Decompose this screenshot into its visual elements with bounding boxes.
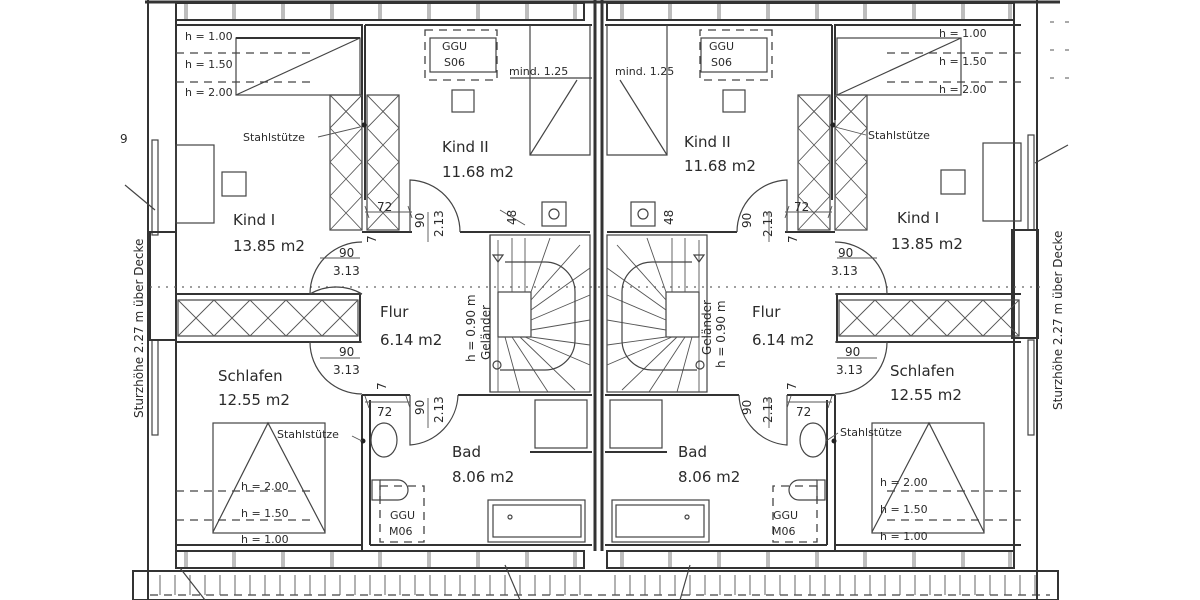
- room-area-schlafen: 12.55 m2: [890, 386, 962, 404]
- room-area-kind1: 13.85 m2: [233, 237, 305, 255]
- ggu-label: GGU: [773, 509, 798, 522]
- dim-label: 90: [413, 400, 427, 415]
- dim-label: 90: [339, 345, 354, 359]
- right-labels: h = 1.00 h = 1.50 h = 2.00 GGU S06 mind.…: [615, 27, 1065, 543]
- cupboard-left-2: [177, 299, 359, 337]
- room-area-kind1: 13.85 m2: [891, 235, 963, 253]
- height-label: h = 2.00: [241, 480, 289, 493]
- height-label: h = 1.50: [241, 507, 289, 520]
- side-windows: [124, 134, 1069, 436]
- room-name-schlafen: Schlafen: [890, 362, 955, 380]
- height-label: h = 1.00: [939, 27, 987, 40]
- room-name-bad: Bad: [678, 443, 707, 461]
- dim-label: 90: [740, 400, 754, 415]
- min-clearance-label: mind. 1.25: [615, 65, 674, 78]
- dim-label: 3.13: [836, 363, 863, 377]
- dim-label: 3.13: [831, 264, 858, 278]
- dim-label: 72: [796, 405, 811, 419]
- exterior-walls: [132, 0, 1060, 600]
- dim-label: 48: [662, 210, 676, 225]
- room-area-kind2: 11.68 m2: [442, 163, 514, 181]
- dim-label: 3.13: [333, 363, 360, 377]
- height-label: h = 2.00: [939, 83, 987, 96]
- room-name-bad: Bad: [452, 443, 481, 461]
- steel-column-label: Stahlstütze: [277, 428, 339, 441]
- left-labels: h = 1.00 h = 1.50 h = 2.00 GGU S06 mind.…: [120, 30, 568, 546]
- cupboard-left-1: [329, 94, 400, 231]
- room-name-kind2: Kind II: [442, 138, 489, 156]
- balcony-railing: [159, 564, 1036, 600]
- lintel-note: Sturzhöhe 2.27 m über Decke: [132, 239, 146, 418]
- dim-label: 7: [375, 382, 389, 390]
- dim-label: 72: [794, 200, 809, 214]
- room-area-flur: 6.14 m2: [380, 331, 442, 349]
- left-unit: [175, 24, 592, 550]
- railing-height: h = 0.90 m: [464, 294, 478, 362]
- ggu-label: S06: [711, 56, 732, 69]
- dim-label: 90: [845, 345, 860, 359]
- room-area-bad: 8.06 m2: [452, 468, 514, 486]
- dim-label: 3.13: [333, 264, 360, 278]
- dim-label: 90: [339, 246, 354, 260]
- ggu-label: M06: [389, 525, 413, 538]
- staircase-left: [489, 234, 591, 393]
- min-clearance-label: mind. 1.25: [509, 65, 568, 78]
- window-mullions: [184, 4, 1012, 567]
- lintel-note: Sturzhöhe 2.27 m über Decke: [1051, 231, 1065, 410]
- ggu-label: GGU: [442, 40, 467, 53]
- dim-label: 7: [365, 235, 379, 243]
- dim-label: 90: [413, 213, 427, 228]
- dim-label: 2.13: [761, 210, 775, 237]
- ggu-label: M06: [772, 525, 796, 538]
- height-label: h = 1.50: [185, 58, 233, 71]
- room-name-kind1: Kind I: [897, 209, 939, 227]
- dim-label: 90: [740, 213, 754, 228]
- ggu-label: GGU: [709, 40, 734, 53]
- steel-column-label: Stahlstütze: [243, 131, 305, 144]
- room-name-schlafen: Schlafen: [218, 367, 283, 385]
- room-area-schlafen: 12.55 m2: [218, 391, 290, 409]
- room-area-flur: 6.14 m2: [752, 331, 814, 349]
- edge-mark: 9: [120, 132, 128, 146]
- room-name-flur: Flur: [752, 303, 781, 321]
- room-area-bad: 8.06 m2: [678, 468, 740, 486]
- dim-label: 2.13: [761, 396, 775, 423]
- ggu-label: S06: [444, 56, 465, 69]
- railing-label: Geländer: [700, 300, 714, 355]
- dim-label: 48: [505, 210, 519, 225]
- steel-column-label: Stahlstütze: [840, 426, 902, 439]
- dim-label: 2.13: [432, 396, 446, 423]
- right-unit: [605, 24, 1022, 550]
- height-label: h = 1.00: [185, 30, 233, 43]
- height-label: h = 2.00: [880, 476, 928, 489]
- height-label: h = 1.00: [880, 530, 928, 543]
- dim-label: 7: [785, 382, 799, 390]
- dim-label: 72: [377, 200, 392, 214]
- ggu-label: GGU: [390, 509, 415, 522]
- railing-label: Geländer: [479, 305, 493, 360]
- railing-height: h = 0.90 m: [714, 300, 728, 368]
- room-area-kind2: 11.68 m2: [684, 157, 756, 175]
- dim-label: 72: [377, 405, 392, 419]
- room-name-flur: Flur: [380, 303, 409, 321]
- dim-label: 2.13: [432, 210, 446, 237]
- height-label: h = 2.00: [185, 86, 233, 99]
- edge-marks: [1050, 21, 1069, 79]
- room-name-kind1: Kind I: [233, 211, 275, 229]
- dim-label: 90: [838, 246, 853, 260]
- height-label: h = 1.00: [241, 533, 289, 546]
- room-name-kind2: Kind II: [684, 133, 731, 151]
- height-label: h = 1.50: [939, 55, 987, 68]
- height-label: h = 1.50: [880, 503, 928, 516]
- steel-column-label: Stahlstütze: [868, 129, 930, 142]
- dim-label: 7: [786, 235, 800, 243]
